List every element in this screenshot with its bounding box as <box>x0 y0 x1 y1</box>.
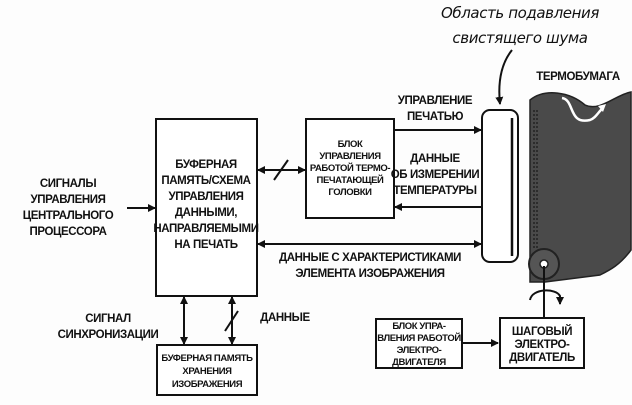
data-label: ДАННЫЕ <box>260 312 310 324</box>
svg-text:ДВИГАТЕЛЯ: ДВИГАТЕЛЯ <box>392 357 446 368</box>
cpu-signals-label: СИГНАЛЫ УПРАВЛЕНИЯ ЦЕНТРАЛЬНОГО ПРОЦЕССО… <box>23 178 114 238</box>
svg-text:СИГНАЛЫ: СИГНАЛЫ <box>40 178 97 190</box>
stepper-motor-block <box>499 317 585 369</box>
svg-text:УПРАВЛЕНИЕ: УПРАВЛЕНИЕ <box>398 95 473 107</box>
svg-text:НА ПЕЧАТЬ: НА ПЕЧАТЬ <box>174 239 237 251</box>
svg-text:УПРАВЛЕНИЯ: УПРАВЛЕНИЯ <box>319 151 381 162</box>
head-control-label: БЛОК УПРАВЛЕНИЯ РАБОТОЙ ТЕРМО- ПЕЧАТАЮЩЕ… <box>310 139 391 198</box>
svg-text:РАБОТОЙ ТЕРМО-: РАБОТОЙ ТЕРМО- <box>310 162 390 174</box>
stepper-motor-label: ШАГОВЫЙ ЭЛЕКТРО- ДВИГАТЕЛЬ <box>509 325 575 364</box>
svg-text:ЭЛЕКТРО-: ЭЛЕКТРО- <box>515 339 570 351</box>
svg-text:ГОЛОВКИ: ГОЛОВКИ <box>328 187 372 198</box>
svg-text:ШАГОВЫЙ: ШАГОВЫЙ <box>512 325 572 338</box>
svg-text:ПРОЦЕССОРА: ПРОЦЕССОРА <box>29 226 106 238</box>
svg-text:ИЗОБРАЖЕНИЯ: ИЗОБРАЖЕНИЯ <box>172 379 243 390</box>
print-control-label: УПРАВЛЕНИЕ ПЕЧАТЬЮ <box>398 95 474 123</box>
svg-text:ДАННЫМИ,: ДАННЫМИ, <box>175 207 237 219</box>
thermal-print-head <box>481 109 519 263</box>
svg-text:УПРАВЛЕНИЯ: УПРАВЛЕНИЯ <box>31 194 106 206</box>
svg-text:БУФЕРНАЯ ПАМЯТЬ: БУФЕРНАЯ ПАМЯТЬ <box>161 353 253 364</box>
svg-text:ХРАНЕНИЯ: ХРАНЕНИЯ <box>182 366 232 377</box>
svg-text:ПЕЧАТЬЮ: ПЕЧАТЬЮ <box>407 111 464 123</box>
svg-text:БУФЕРНАЯ: БУФЕРНАЯ <box>175 159 237 171</box>
buffer-memory-data-control-block <box>155 118 258 297</box>
svg-text:БЛОК УПРА-: БЛОК УПРА- <box>392 321 446 332</box>
svg-text:ПЕЧАТАЮЩЕЙ: ПЕЧАТАЮЩЕЙ <box>317 174 385 186</box>
svg-text:УПРАВЛЕНИЯ: УПРАВЛЕНИЯ <box>169 191 244 203</box>
svg-text:БЛОК: БЛОК <box>338 139 363 150</box>
temperature-data-label: ДАННЫЕ ОБ ИЗМЕРЕНИИ ТЕМПЕРАТУРЫ <box>391 153 480 197</box>
svg-text:ЭЛЕМЕНТА ИЗОБРАЖЕНИЯ: ЭЛЕМЕНТА ИЗОБРАЖЕНИЯ <box>295 268 444 280</box>
svg-text:ДАННЫЕ С ХАРАКТЕРИСТИКАМИ: ДАННЫЕ С ХАРАКТЕРИСТИКАМИ <box>279 252 461 264</box>
svg-text:ТЕМПЕРАТУРЫ: ТЕМПЕРАТУРЫ <box>393 185 476 197</box>
svg-text:ОБ ИЗМЕРЕНИИ: ОБ ИЗМЕРЕНИИ <box>391 169 480 181</box>
image-buffer-memory-block <box>156 344 258 396</box>
svg-text:ЭЛЕКТРО-: ЭЛЕКТРО- <box>397 345 442 356</box>
motor-control-label: БЛОК УПРА- ВЛЕНИЯ РАБОТОЙ ЭЛЕКТРО- ДВИГА… <box>377 321 462 368</box>
annotation-line-1: Область подавления <box>441 4 599 22</box>
print-head-control-block <box>305 118 395 219</box>
annotation-arrow <box>495 49 513 105</box>
image-buffer-label: БУФЕРНАЯ ПАМЯТЬ ХРАНЕНИЯ ИЗОБРАЖЕНИЯ <box>161 353 253 390</box>
data-bus-slash <box>224 310 239 332</box>
svg-text:ДАННЫЕ: ДАННЫЕ <box>410 153 460 165</box>
svg-text:СИГНАЛ: СИГНАЛ <box>85 313 131 325</box>
svg-text:ЦЕНТРАЛЬНОГО: ЦЕНТРАЛЬНОГО <box>23 210 114 222</box>
svg-text:НАПРАВЛЯЕМЫМИ: НАПРАВЛЯЕМЫМИ <box>153 223 258 235</box>
svg-text:ДВИГАТЕЛЬ: ДВИГАТЕЛЬ <box>509 352 575 364</box>
svg-text:ПАМЯТЬ/СХЕМА: ПАМЯТЬ/СХЕМА <box>161 175 250 187</box>
thermal-paper-roll <box>528 91 632 283</box>
svg-text:СИНХРОНИЗАЦИИ: СИНХРОНИЗАЦИИ <box>58 329 159 341</box>
sync-signal-label: СИГНАЛ СИНХРОНИЗАЦИИ <box>58 313 159 341</box>
buffer-block-label: БУФЕРНАЯ ПАМЯТЬ/СХЕМА УПРАВЛЕНИЯ ДАННЫМИ… <box>153 159 259 251</box>
annotation-line-2: свистящего шума <box>452 29 587 47</box>
pixel-data-label: ДАННЫЕ С ХАРАКТЕРИСТИКАМИ ЭЛЕМЕНТА ИЗОБР… <box>279 252 462 280</box>
rotation-arrow <box>529 289 564 305</box>
bus-slash <box>273 159 289 181</box>
thermal-paper-label: ТЕРМОБУМАГА <box>536 71 620 83</box>
svg-text:ВЛЕНИЯ РАБОТОЙ: ВЛЕНИЯ РАБОТОЙ <box>377 332 461 344</box>
